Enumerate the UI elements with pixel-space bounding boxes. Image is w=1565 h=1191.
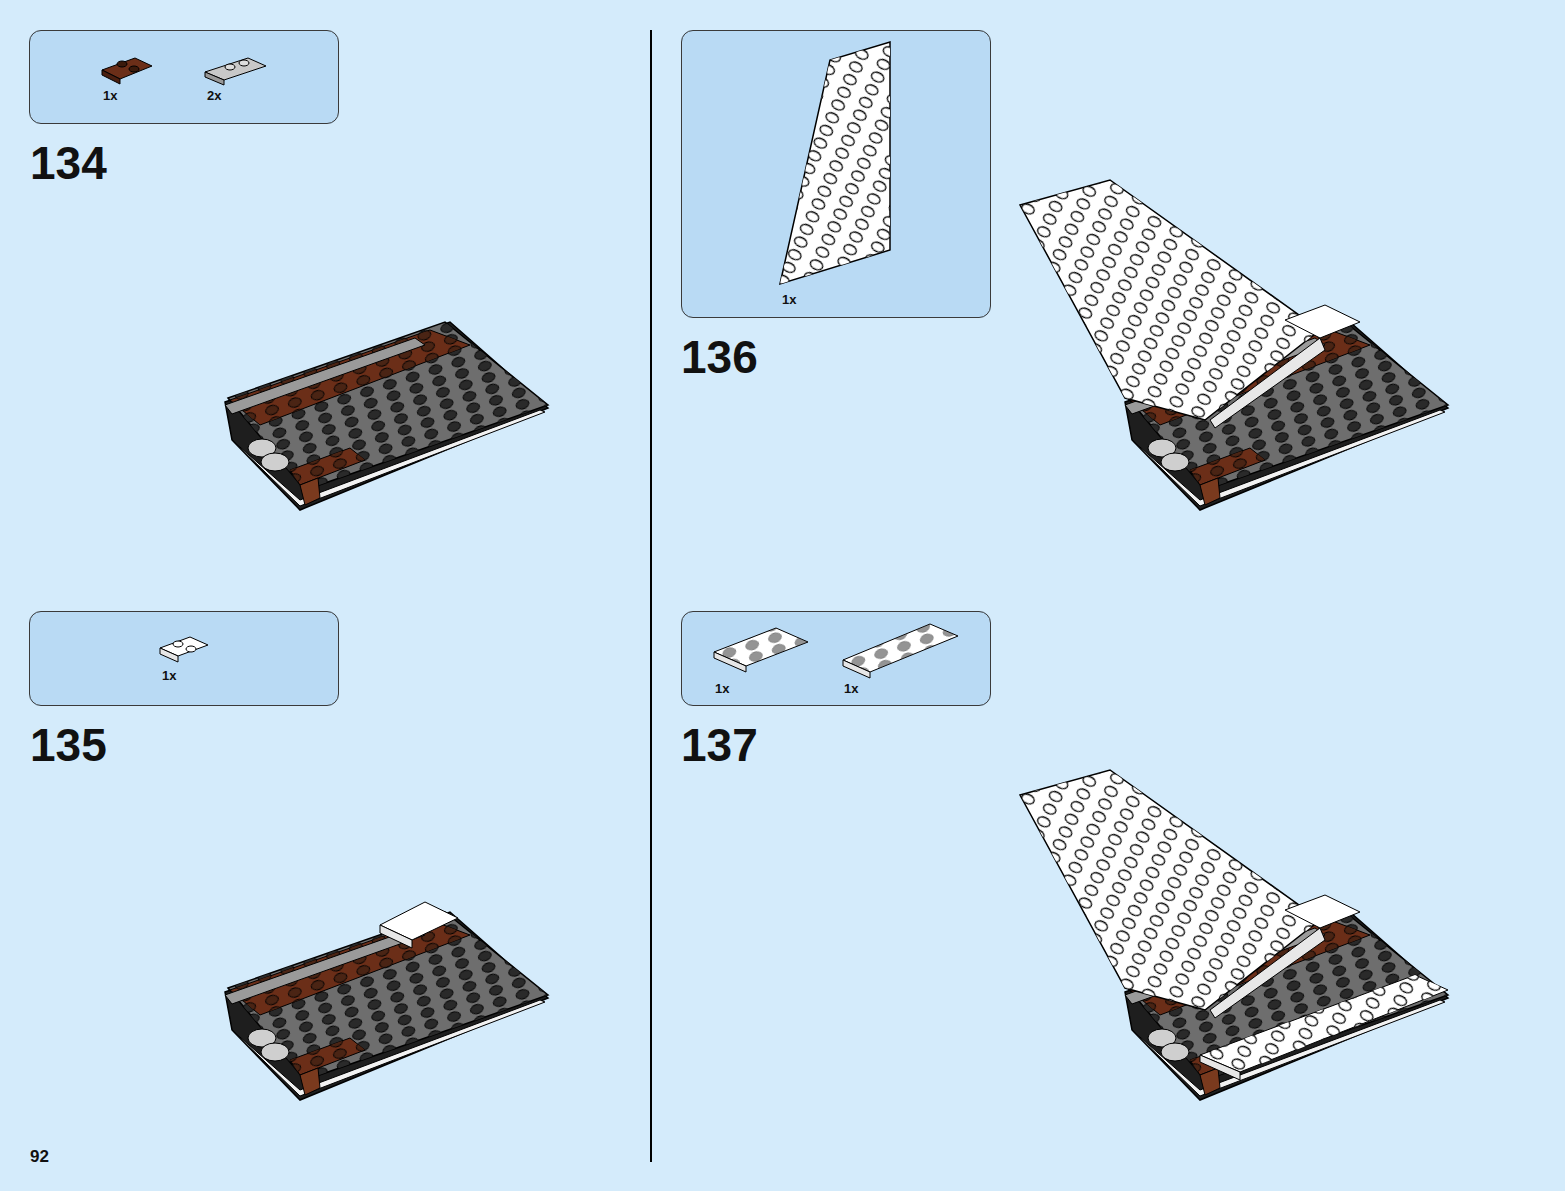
step-number: 136	[681, 334, 758, 380]
step-number: 134	[30, 140, 107, 186]
step-number: 135	[30, 722, 107, 768]
parts-callout-box: 1x 2x	[29, 30, 339, 124]
page-number: 92	[30, 1148, 49, 1165]
quantity-label: 1x	[162, 669, 176, 682]
step-number: 137	[681, 722, 758, 768]
quantity-label: 1x	[103, 89, 117, 102]
quantity-label: 1x	[782, 293, 796, 306]
quantity-label: 1x	[715, 682, 729, 695]
parts-callout-box: 1x	[681, 30, 991, 318]
parts-callout-box: 1x 1x	[681, 611, 991, 706]
quantity-label: 2x	[207, 89, 221, 102]
parts-callout-box: 1x	[29, 611, 339, 706]
quantity-label: 1x	[844, 682, 858, 695]
